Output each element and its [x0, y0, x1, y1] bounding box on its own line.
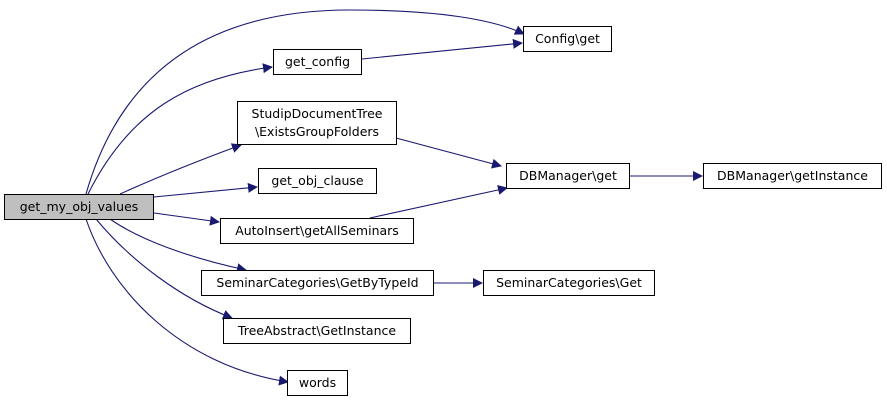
node-label: SeminarCategories\GetByTypeId — [216, 275, 418, 290]
node-label: DBManager\getInstance — [717, 168, 868, 183]
node-box — [287, 370, 348, 396]
node-label: words — [299, 375, 336, 390]
edge-get-config-to-config-get — [361, 38, 523, 60]
node-label: DBManager\get — [519, 168, 617, 183]
node-treeabstract-getinstance[interactable]: TreeAbstract\GetInstance — [223, 318, 411, 344]
node-config-get[interactable]: Config\get — [523, 26, 612, 52]
node-get-obj-clause[interactable]: get_obj_clause — [258, 168, 377, 194]
node-studip-document-tree[interactable]: StudipDocumentTree \ExistsGroupFolders — [237, 101, 397, 145]
edge-root-to-config-get — [85, 9, 525, 195]
node-box — [223, 318, 411, 344]
node-dbmanager-getinstance[interactable]: DBManager\getInstance — [703, 163, 882, 189]
node-box — [506, 163, 630, 189]
edge-studip-tree-to-dbmanager-get — [395, 137, 502, 169]
nodes: get_my_obj_values Config\get get_config … — [4, 26, 882, 396]
node-autoinsert-getallseminars[interactable]: AutoInsert\getAllSeminars — [220, 218, 414, 244]
node-seminarcategories-get[interactable]: SeminarCategories\Get — [483, 270, 655, 296]
node-label: AutoInsert\getAllSeminars — [235, 223, 399, 238]
node-box — [220, 218, 414, 244]
edge-root-to-treeabstract — [95, 218, 233, 320]
edge-root-to-get-obj-clause — [153, 182, 258, 198]
node-label: SeminarCategories\Get — [496, 275, 642, 290]
node-box — [523, 26, 612, 52]
node-box — [4, 194, 154, 220]
node-box — [703, 163, 882, 189]
edge-root-to-semcat-bytype — [109, 218, 247, 274]
node-label-line-1: StudipDocumentTree — [252, 106, 383, 121]
edge-root-to-studip-tree — [119, 143, 242, 195]
edges — [85, 9, 703, 386]
node-label-line-2: \ExistsGroupFolders — [255, 124, 379, 139]
edge-root-to-autoinsert — [153, 212, 220, 226]
node-box — [201, 270, 434, 296]
node-label: get_my_obj_values — [20, 199, 139, 214]
node-label: get_obj_clause — [271, 173, 364, 188]
node-box — [273, 49, 362, 75]
node-box — [258, 168, 377, 194]
node-box — [237, 101, 397, 145]
node-dbmanager-get[interactable]: DBManager\get — [506, 163, 630, 189]
node-label: get_config — [285, 54, 350, 69]
edge-autoinsert-to-dbmanager-get — [369, 185, 508, 219]
node-box — [483, 270, 655, 296]
node-seminarcategories-getbytypeid[interactable]: SeminarCategories\GetByTypeId — [201, 270, 434, 296]
node-get-config[interactable]: get_config — [273, 49, 362, 75]
node-label: TreeAbstract\GetInstance — [237, 323, 396, 338]
node-label: Config\get — [535, 31, 600, 46]
node-words[interactable]: words — [287, 370, 348, 396]
edge-root-to-words — [85, 218, 289, 386]
node-get-my-obj-values[interactable]: get_my_obj_values — [4, 194, 154, 220]
edge-root-to-get-config — [87, 63, 273, 195]
